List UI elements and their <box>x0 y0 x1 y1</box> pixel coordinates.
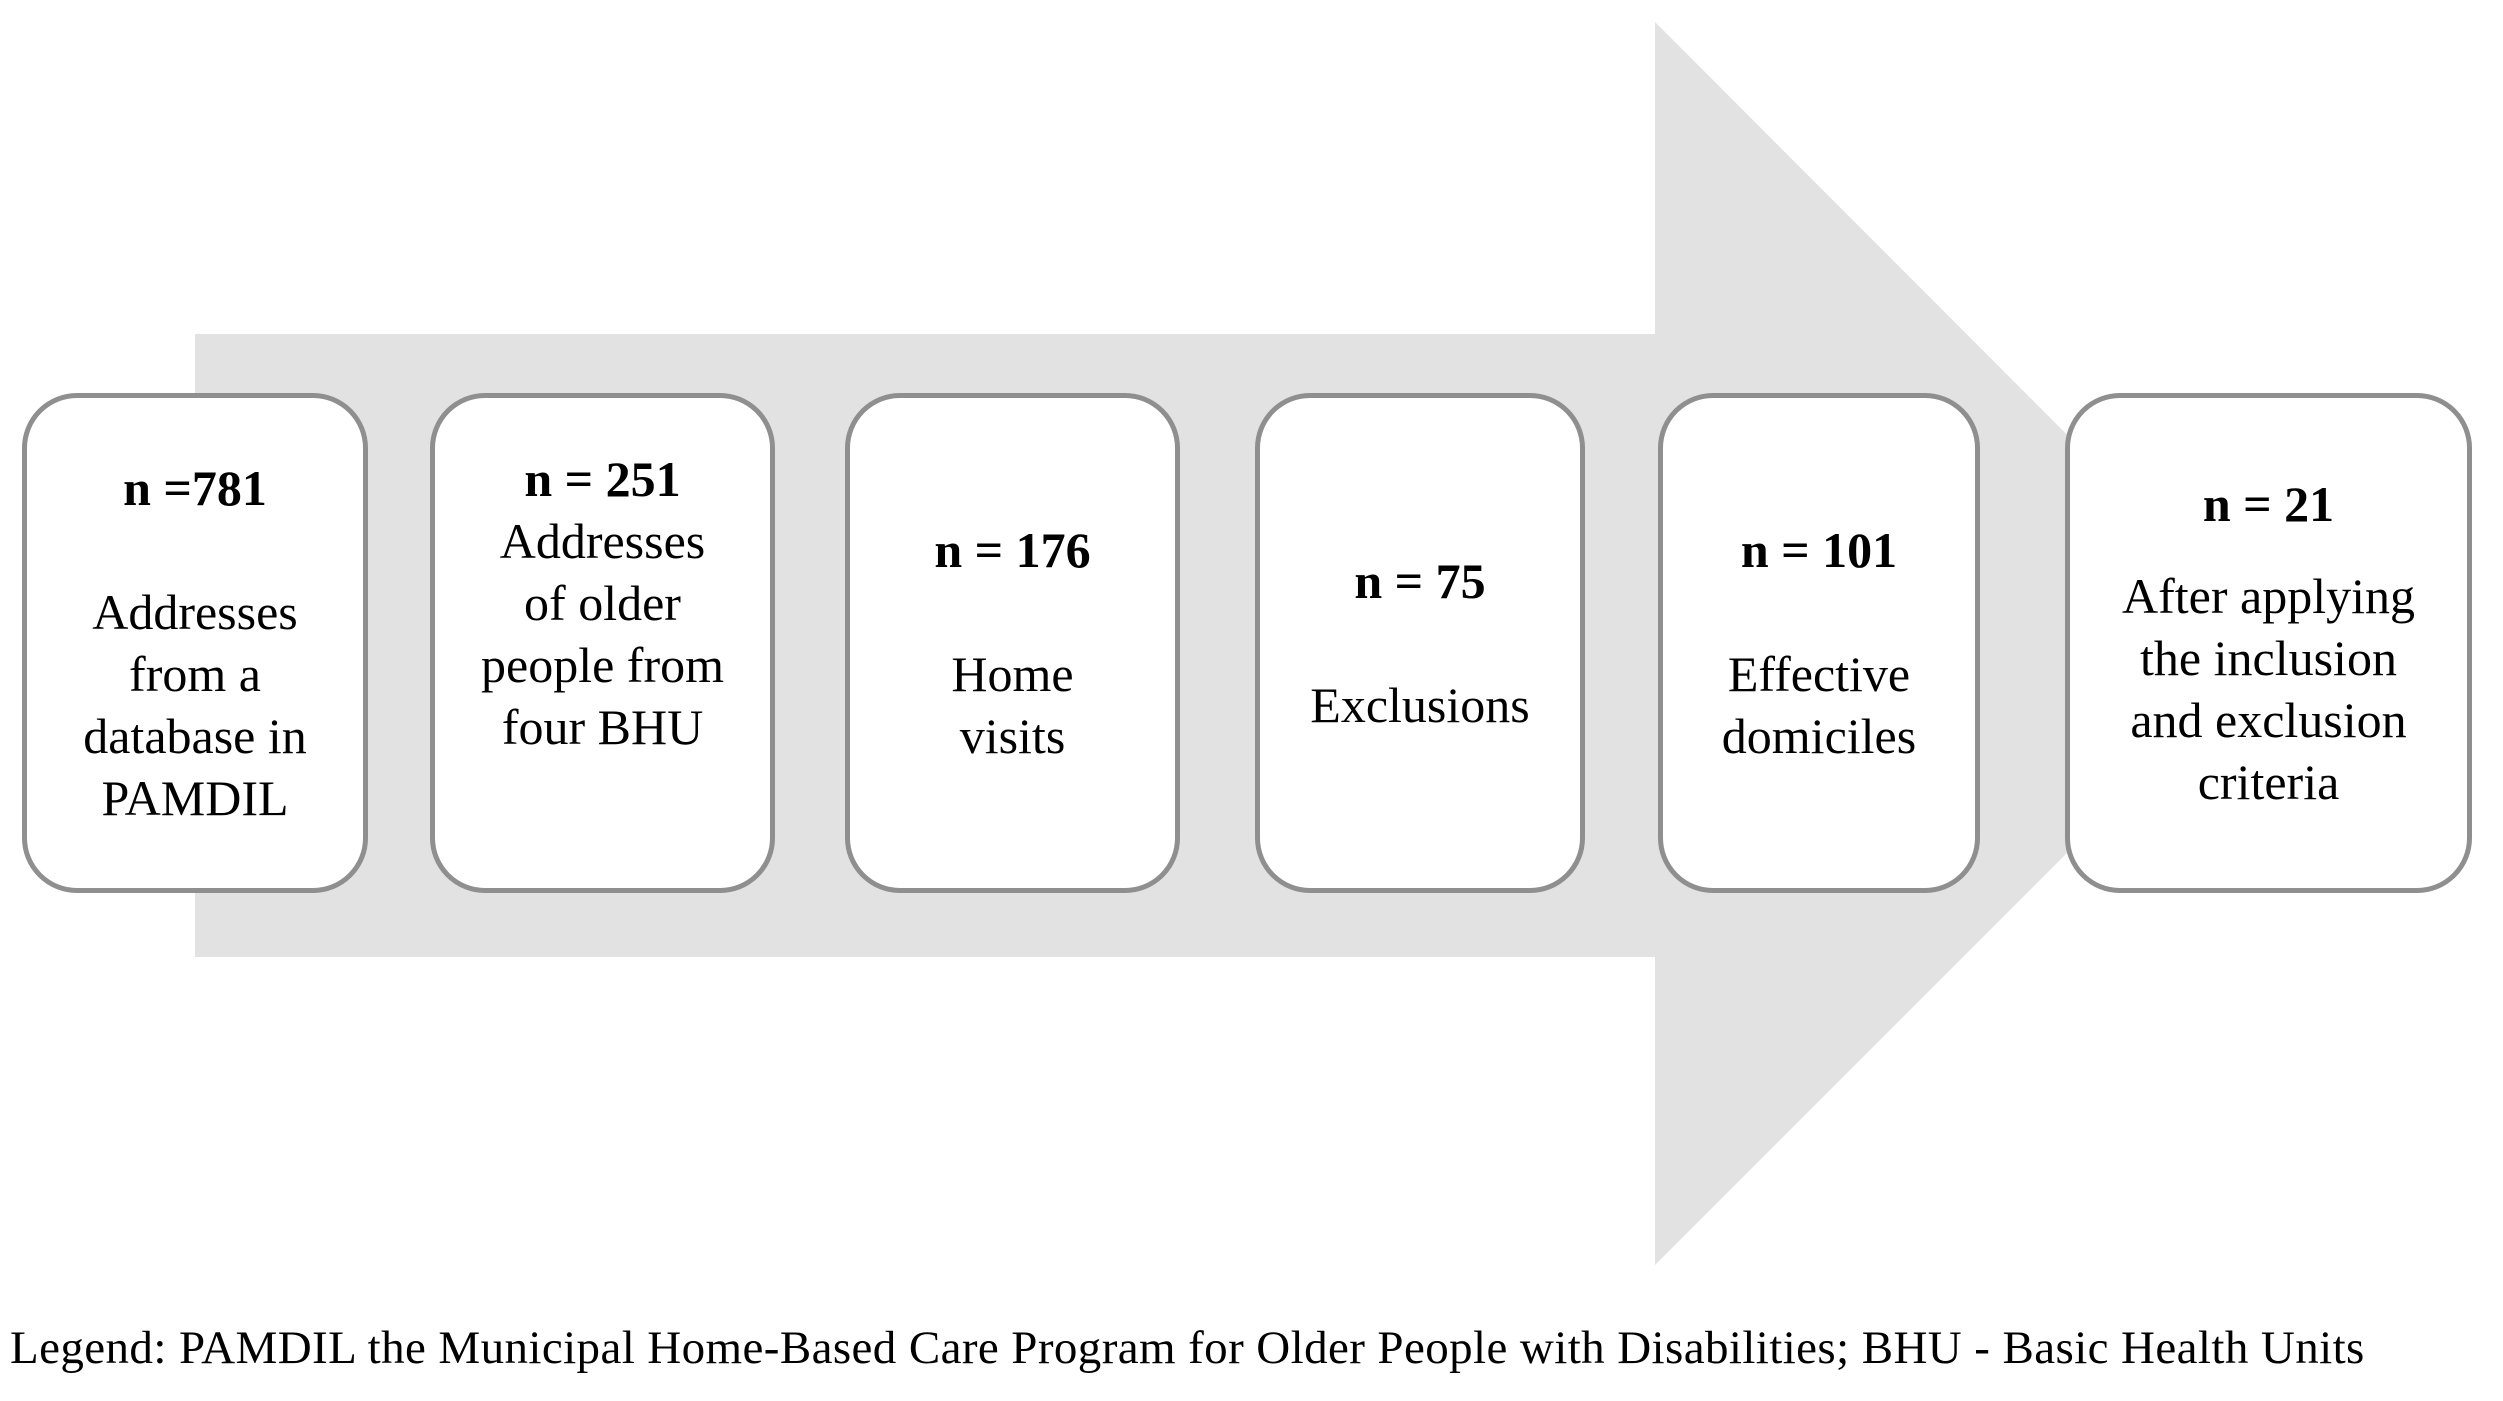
step-description: Addresses from a database in PAMDIL <box>83 584 307 826</box>
step-description: Addresses of older people from four BHU <box>481 513 724 755</box>
step-description: Exclusions <box>1310 677 1530 733</box>
step-description: Effective domiciles <box>1721 646 1917 764</box>
flow-step-box-exclusions: n = 75 Exclusions <box>1255 393 1585 893</box>
step-description: After applying the inclusion and exclusi… <box>2122 568 2415 810</box>
flow-step-box-effective-domiciles: n = 101 Effective domiciles <box>1658 393 1980 893</box>
step-n-count: n = 251 <box>524 451 681 507</box>
step-n-count: n = 21 <box>2202 476 2335 532</box>
flow-step-box-bhu-addresses: n = 251 Addresses of older people from f… <box>430 393 775 893</box>
flow-step-box-pamdil: n =781 Addresses from a database in PAMD… <box>22 393 368 893</box>
step-n-count: n = 75 <box>1354 553 1486 609</box>
flow-step-box-final-criteria: n = 21 After applying the inclusion and … <box>2065 393 2472 893</box>
flow-step-box-home-visits: n = 176 Home visits <box>845 393 1180 893</box>
step-n-count: n =781 <box>123 460 267 516</box>
legend-text: Legend: PAMDIL the Municipal Home-Based … <box>10 1322 2365 1374</box>
right-arrow-shape <box>195 22 2276 1265</box>
step-n-count: n = 176 <box>934 522 1091 578</box>
step-n-count: n = 101 <box>1740 522 1898 578</box>
step-description: Home visits <box>951 646 1074 764</box>
